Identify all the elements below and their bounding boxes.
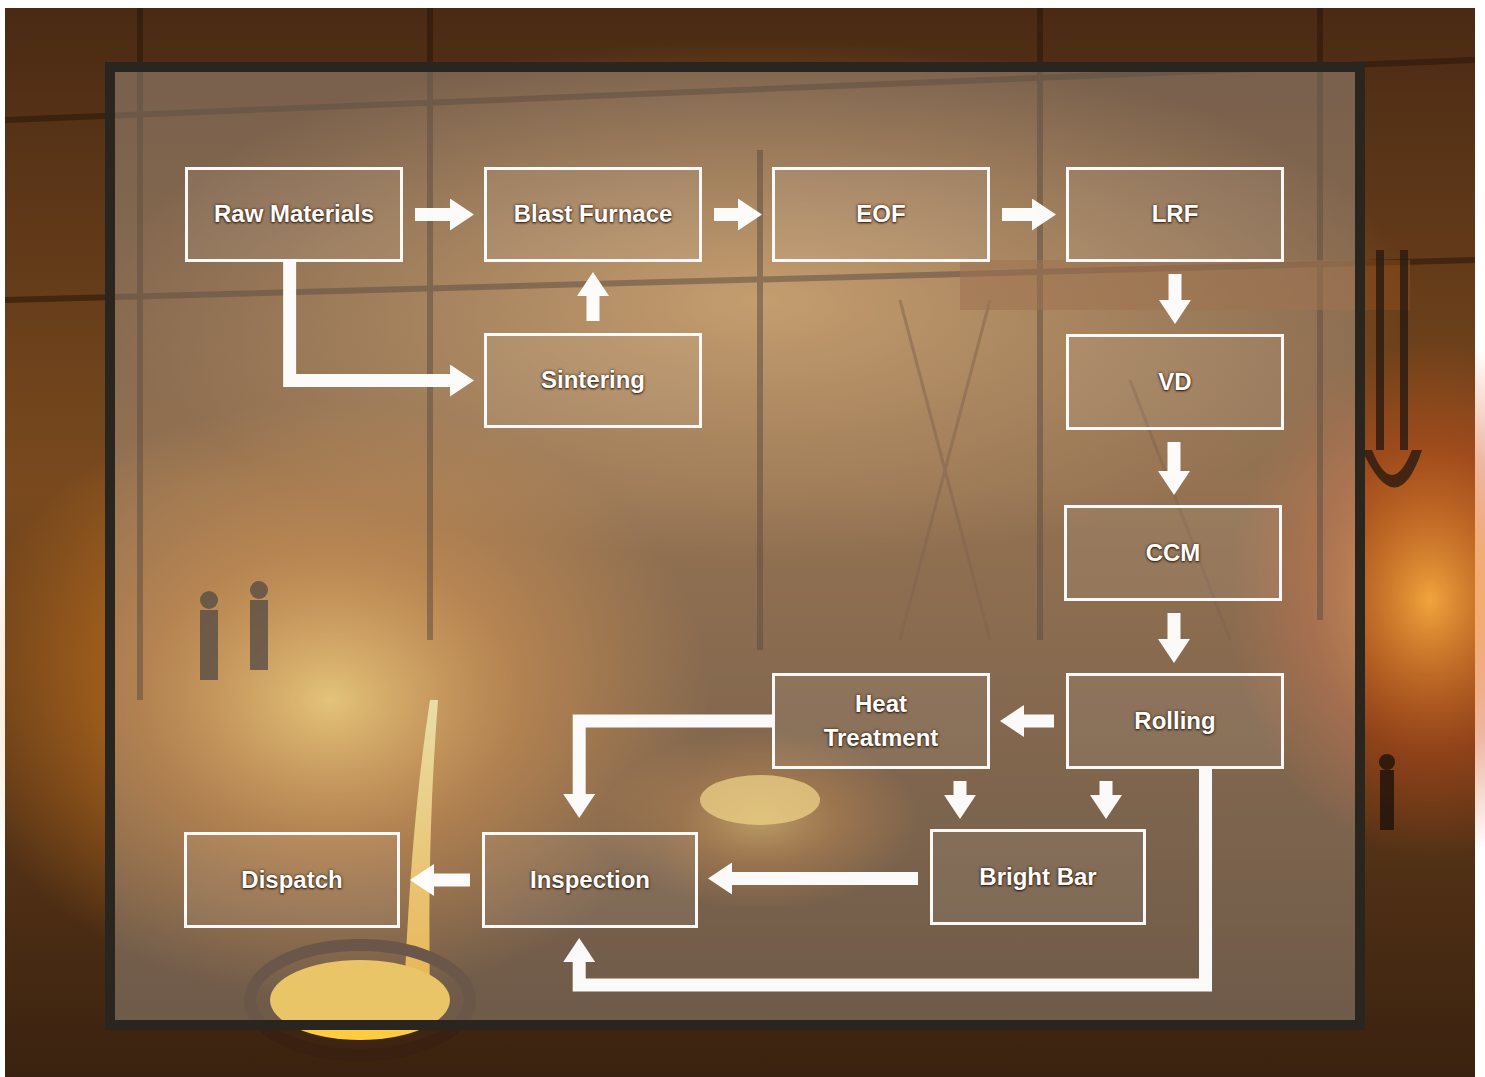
flow-arrow (954, 781, 967, 795)
process-box: Dispatch (184, 832, 400, 928)
process-box: EOF (772, 167, 990, 262)
process-box: Raw Materials (185, 167, 403, 262)
flow-arrow (415, 208, 450, 221)
flow-arrow (1024, 715, 1054, 728)
process-box: Bright Bar (930, 829, 1146, 925)
process-label: VD (1158, 365, 1191, 399)
process-box: VD (1066, 334, 1284, 430)
process-label: Sintering (541, 363, 645, 397)
process-label: Bright Bar (979, 860, 1096, 894)
flow-arrow (1002, 208, 1032, 221)
process-box: CCM (1064, 505, 1282, 601)
process-box: LRF (1066, 167, 1284, 262)
process-box: Blast Furnace (484, 167, 702, 262)
process-label: Dispatch (241, 863, 342, 897)
process-label: EOF (856, 197, 905, 231)
process-box: Sintering (484, 333, 702, 428)
process-label: Rolling (1134, 704, 1215, 738)
flow-arrow (1168, 442, 1181, 471)
flow-arrow (732, 872, 918, 885)
process-label: LRF (1152, 197, 1199, 231)
process-label: Raw Materials (214, 197, 374, 231)
flow-arrow (1168, 613, 1181, 639)
process-label: Inspection (530, 863, 650, 897)
flow-arrow (587, 296, 600, 321)
process-label: Heat Treatment (806, 687, 956, 755)
flow-arrow (714, 208, 738, 221)
flow-arrow (1169, 274, 1182, 300)
flow-arrow (434, 874, 470, 887)
process-box: Inspection (482, 832, 698, 928)
process-label: CCM (1146, 536, 1201, 570)
process-box: Rolling (1066, 673, 1284, 769)
process-box: Heat Treatment (772, 673, 990, 769)
process-label: Blast Furnace (514, 197, 673, 231)
flow-arrow (1100, 781, 1113, 795)
flow-arrow (579, 721, 772, 794)
flow-arrow (290, 262, 450, 381)
